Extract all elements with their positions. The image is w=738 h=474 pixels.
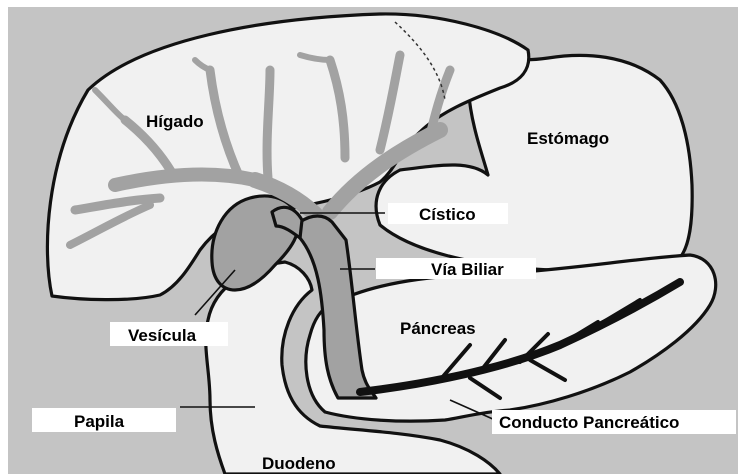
label-papilla: Papila	[74, 412, 125, 431]
label-gallbladder: Vesícula	[128, 326, 197, 345]
label-stomach: Estómago	[527, 129, 609, 148]
label-bile-duct: Vía Biliar	[431, 260, 504, 279]
label-liver: Hígado	[146, 112, 204, 131]
left-border	[0, 0, 8, 474]
top-border	[0, 0, 738, 7]
label-cystic-duct: Cístico	[419, 205, 476, 224]
label-pancreatic-duct: Conducto Pancreático	[499, 413, 679, 432]
label-pancreas: Páncreas	[400, 319, 476, 338]
hepatic-branch-c	[267, 70, 270, 178]
label-duodenum: Duodeno	[262, 454, 336, 473]
